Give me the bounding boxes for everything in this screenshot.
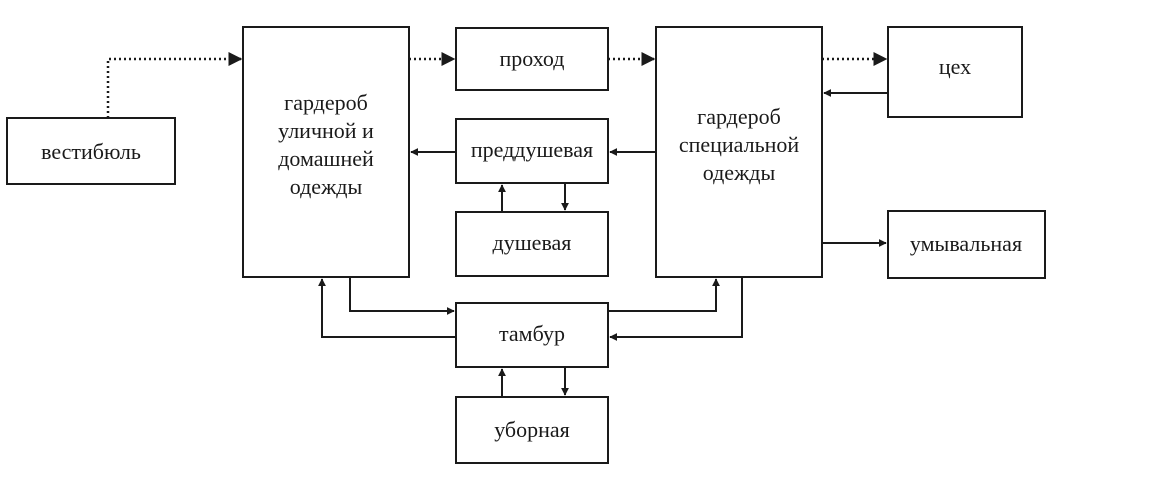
node-special-wardrobe: гардероб специальной одежды: [655, 26, 823, 278]
arrow-street-wardrobe-to-airlock: [349, 277, 455, 315]
node-vestibule: вестибюль: [6, 117, 176, 185]
node-pre-shower-label: преддушевая: [471, 137, 593, 162]
node-workshop-label: цех: [939, 54, 971, 79]
node-airlock: тамбур: [455, 302, 609, 368]
node-street-wardrobe-line-3: домашней: [278, 146, 374, 171]
arrow-airlock-to-special-wardrobe: [608, 278, 720, 312]
node-vestibule-label: вестибюль: [41, 139, 141, 164]
node-street-wardrobe: гардероб уличной и домашней одежды: [242, 26, 410, 278]
node-special-wardrobe-line-3: одежды: [703, 160, 776, 185]
node-washroom: умывальная: [887, 210, 1046, 279]
arrow-vestibule-to-street-wardrobe: [106, 52, 243, 118]
arrow-special-wardrobe-to-airlock: [609, 277, 743, 341]
node-street-wardrobe-line-4: одежды: [290, 174, 363, 199]
node-airlock-label: тамбур: [499, 321, 565, 346]
node-shower-label: душевая: [493, 230, 572, 255]
node-washroom-label: умывальная: [910, 231, 1022, 256]
node-workshop: цех: [887, 26, 1023, 118]
arrow-airlock-to-street-wardrobe: [318, 278, 456, 338]
node-special-wardrobe-line-2: специальной: [679, 132, 800, 157]
node-passage: проход: [455, 27, 609, 91]
node-pre-shower: преддушевая: [455, 118, 609, 184]
node-street-wardrobe-line-1: гардероб: [284, 90, 368, 115]
node-passage-label: проход: [500, 46, 565, 71]
node-toilet-label: уборная: [494, 417, 570, 442]
node-toilet: уборная: [455, 396, 609, 464]
node-street-wardrobe-line-2: уличной и: [278, 118, 374, 143]
node-special-wardrobe-line-1: гардероб: [697, 104, 781, 129]
node-shower: душевая: [455, 211, 609, 277]
